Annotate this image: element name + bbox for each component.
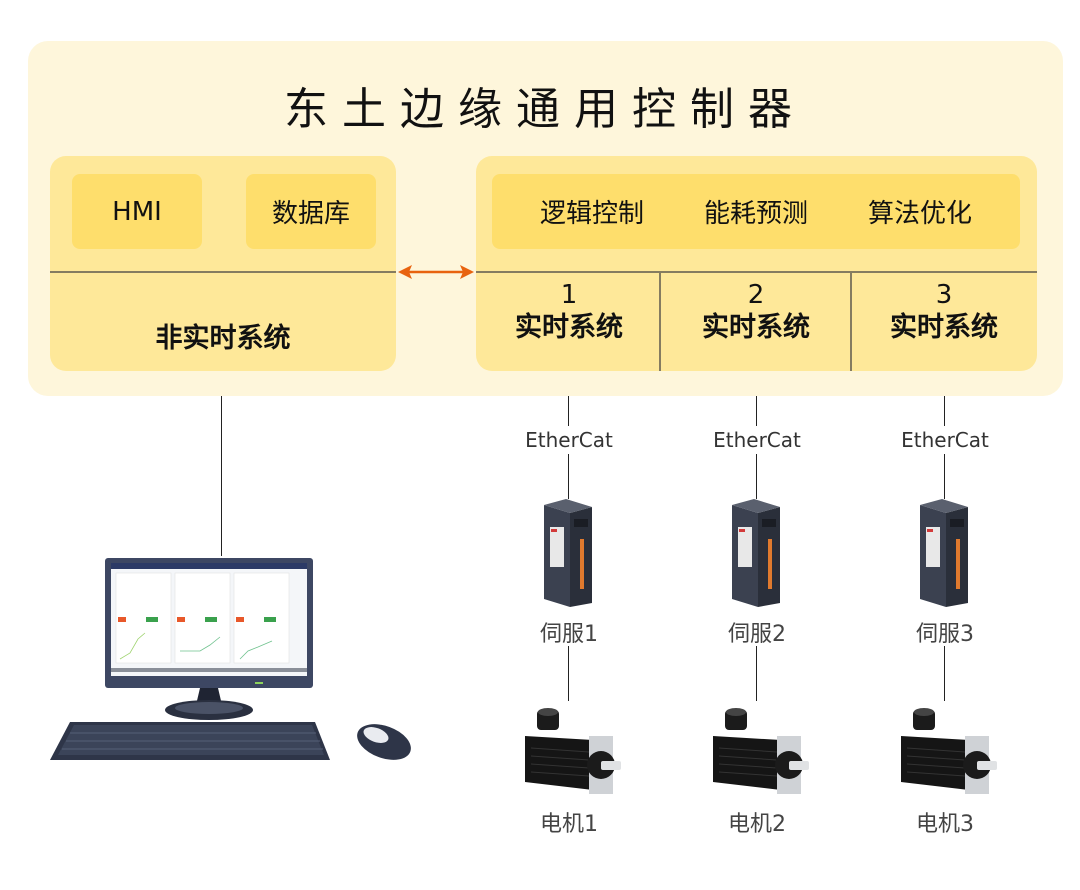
realtime-system-1: 1 实时系统 [476, 280, 662, 346]
servo-motor-icon [901, 708, 997, 794]
realtime-system-2: 2 实时系统 [663, 280, 849, 346]
connector-line [944, 454, 946, 499]
realtime-panel: 逻辑控制 能耗预测 算法优化 1 实时系统 2 实时系统 3 实时系统 [476, 156, 1037, 371]
connector-line [944, 396, 946, 426]
connector-line [221, 396, 223, 556]
motor-label-3: 电机3 [916, 812, 974, 837]
ethercat-label-2: EtherCat [713, 428, 801, 452]
connector-line [756, 646, 758, 701]
cell-divider [850, 272, 852, 371]
computer-icon [50, 558, 411, 760]
connector-line [756, 454, 758, 499]
system-number: 2 [747, 280, 765, 310]
system-number: 3 [935, 280, 953, 310]
motor-label-1: 电机1 [540, 812, 598, 837]
system-label: 实时系统 [890, 312, 998, 343]
bidirectional-arrow-icon [398, 265, 474, 279]
servo-drive-icon [544, 499, 592, 607]
system-number: 1 [560, 280, 578, 310]
database-module: 数据库 [246, 174, 376, 249]
realtime-modules: 逻辑控制 能耗预测 算法优化 [492, 174, 1020, 249]
hmi-module: HMI [72, 174, 202, 249]
non-realtime-panel: HMI 数据库 非实时系统 [50, 156, 396, 371]
connector-line [568, 646, 570, 701]
servo-motor-icon [713, 708, 809, 794]
ethercat-label-1: EtherCat [525, 428, 613, 452]
logic-control-module: 逻辑控制 [539, 199, 644, 229]
realtime-system-3: 3 实时系统 [851, 280, 1037, 346]
diagram-title: 东土边缘通用控制器 [284, 84, 806, 135]
panel-divider [476, 271, 1037, 273]
servo-label-2: 伺服2 [728, 622, 786, 647]
servo-drive-icon [920, 499, 968, 607]
connector-line [756, 396, 758, 426]
panel-divider [50, 271, 396, 273]
servo-drive-icon [732, 499, 780, 607]
servo-label-3: 伺服3 [916, 622, 974, 647]
system-label: 实时系统 [702, 312, 810, 343]
ethercat-label-3: EtherCat [901, 428, 989, 452]
motor-label-2: 电机2 [728, 812, 786, 837]
servo-motor-icon [525, 708, 621, 794]
connector-line [944, 646, 946, 701]
cell-divider [659, 272, 661, 371]
connector-line [568, 396, 570, 426]
energy-prediction-module: 能耗预测 [703, 199, 808, 229]
connector-line [568, 454, 570, 499]
algorithm-optimization-module: 算法优化 [867, 199, 972, 229]
system-label: 实时系统 [515, 312, 623, 343]
servo-label-1: 伺服1 [540, 622, 598, 647]
non-realtime-label: 非实时系统 [155, 323, 291, 354]
